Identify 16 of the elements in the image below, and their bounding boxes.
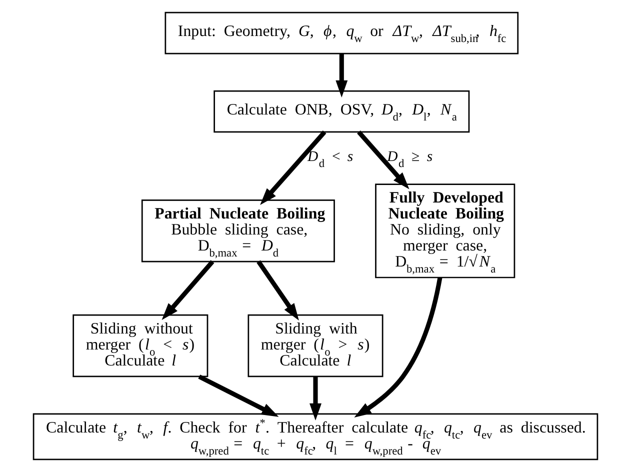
node-box: Partial Nucleate Boiling Bubble sliding case, D$_{b,max}$ = D$_{d}$ [141,200,335,262]
edge-label: D$_{d}$ < s [308,148,354,170]
arrow [198,374,279,417]
node-box: Sliding with merger (l$_{o}$ > s) Calculate l [248,314,384,378]
arrow [336,54,348,98]
arrow [354,277,442,418]
arrow [256,260,299,320]
edge-label: D$_{d}$ ≥ s [387,148,433,170]
arrow [357,130,410,190]
node-box: Calculate t$_{g}$, t$_{w}$, f. Check for t$^{*}$. Thereafter calculate q$_{fc}$, q$_{tc}$, q$_{ev}$ as discussed. q$_{w,pred}$ = q$_{tc}$ + q$_{fc}$, q$_{l}$ = q$_{w,pred}$ - q$_{ev}$ [32,413,598,460]
arrow [162,260,214,320]
node-box: Calculate ONB, OSV, D$_{d}$, D$_{l}$, N$_{a}$ [214,90,470,133]
node-box: Fully Developed Nucleate Boiling No sliding, only merger case, D$_{b,max}$ = 1/√N$_{a}$ [375,184,516,278]
arrow [260,130,326,205]
node-box: Sliding without merger (l$_{o}$ < s) Calculate l [72,314,208,378]
arrow [310,376,322,421]
